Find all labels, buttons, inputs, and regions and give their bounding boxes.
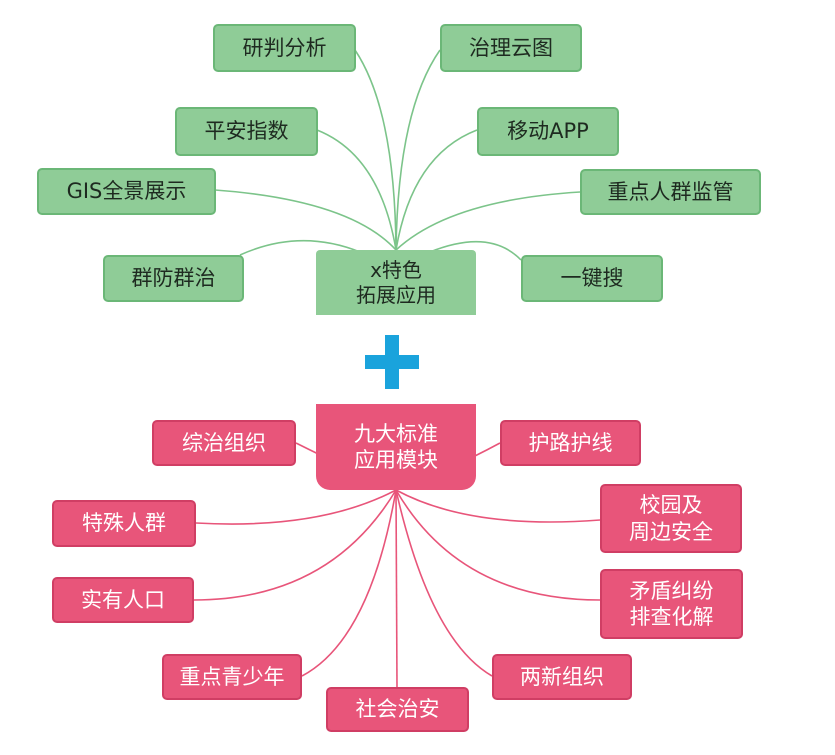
- node-shehui-zhian-label: 社会治安: [355, 697, 440, 722]
- node-zongzhi-zuzhi: 综治组织: [152, 420, 296, 466]
- connector-xiaoyuan: [395, 489, 601, 523]
- connector-teshu: [195, 489, 397, 525]
- connector-qingshaonian: [301, 489, 397, 677]
- node-maodun-jiufen-line2: 排查化解: [629, 605, 714, 629]
- node-teshu-renqun-label: 特殊人群: [82, 511, 166, 536]
- connector-shiyou: [193, 489, 397, 601]
- node-maodun-jiufen-line1: 矛盾纠纷: [629, 578, 714, 603]
- node-zhongdian-renqun: 重点人群监管: [580, 169, 761, 215]
- node-xiaoyuan-anquan: 校园及 周边安全: [600, 484, 742, 553]
- connector-shehui: [395, 489, 398, 688]
- hub-jiuda-biaozhun-line2: 应用模块: [354, 448, 438, 472]
- connector-zhili: [395, 49, 441, 251]
- connector-yijian: [429, 240, 522, 261]
- hub-tese-tuozhan: x特色 拓展应用: [316, 250, 476, 315]
- node-yidong-app-label: 移动APP: [507, 119, 589, 144]
- hub-jiuda-biaozhun-line1: 九大标准: [354, 421, 438, 446]
- node-yijian-sou: 一键搜: [521, 255, 663, 302]
- pink-connectors: [193, 442, 601, 688]
- node-zhongdian-qingshaonian: 重点青少年: [162, 654, 302, 700]
- node-yijian-sou-label: 一键搜: [560, 266, 624, 291]
- node-zongzhi-zuzhi-label: 综治组织: [182, 430, 266, 455]
- node-hulu-huxian-label: 护路护线: [528, 430, 613, 455]
- node-zhili-yuntu: 治理云图: [440, 24, 582, 72]
- node-shiyou-renkou: 实有人口: [52, 577, 194, 623]
- hub-tese-tuozhan-line2: 拓展应用: [356, 282, 436, 307]
- node-pingan-zhishu: 平安指数: [175, 107, 318, 156]
- node-maodun-jiufen: 矛盾纠纷 排查化解: [600, 569, 743, 639]
- node-hulu-huxian: 护路护线: [500, 420, 641, 466]
- connector-yidong: [395, 129, 478, 251]
- node-xiaoyuan-anquan-line1: 校园及: [639, 493, 703, 518]
- connector-pingan: [316, 129, 397, 251]
- hub-tese-tuozhan-line1: x特色: [370, 257, 422, 282]
- hub-jiuda-biaozhun: 九大标准 应用模块: [316, 404, 476, 490]
- connector-gis: [214, 189, 397, 251]
- node-zhongdian-qingshaonian-label: 重点青少年: [179, 664, 285, 689]
- node-liangxin-zuzhi-label: 两新组织: [520, 664, 604, 689]
- node-qunfang-qunzhi-label: 群防群治: [131, 266, 216, 291]
- node-shehui-zhian: 社会治安: [326, 687, 469, 732]
- node-zhili-yuntu-label: 治理云图: [469, 35, 553, 60]
- node-xiaoyuan-anquan-line2: 周边安全: [629, 519, 713, 544]
- node-teshu-renqun: 特殊人群: [52, 500, 196, 547]
- node-zhongdian-renqun-label: 重点人群监管: [607, 179, 734, 204]
- connector-maodun: [395, 489, 601, 601]
- connector-zhongdian: [395, 191, 581, 251]
- connector-liangxin: [395, 489, 493, 677]
- connector-yanpan: [354, 49, 397, 251]
- node-qunfang-qunzhi: 群防群治: [103, 255, 244, 302]
- node-gis-quanjing: GIS全景展示: [37, 168, 216, 215]
- node-yanpan-fenxi: 研判分析: [213, 24, 356, 72]
- node-shiyou-renkou-label: 实有人口: [81, 587, 165, 612]
- node-pingan-zhishu-label: 平安指数: [204, 119, 289, 144]
- green-connectors: [214, 49, 581, 261]
- plus-icon: [365, 335, 419, 389]
- node-yanpan-fenxi-label: 研判分析: [242, 35, 327, 60]
- connector-qunfang: [239, 239, 361, 256]
- node-gis-quanjing-label: GIS全景展示: [66, 179, 187, 204]
- node-yidong-app: 移动APP: [477, 107, 619, 156]
- node-liangxin-zuzhi: 两新组织: [492, 654, 632, 700]
